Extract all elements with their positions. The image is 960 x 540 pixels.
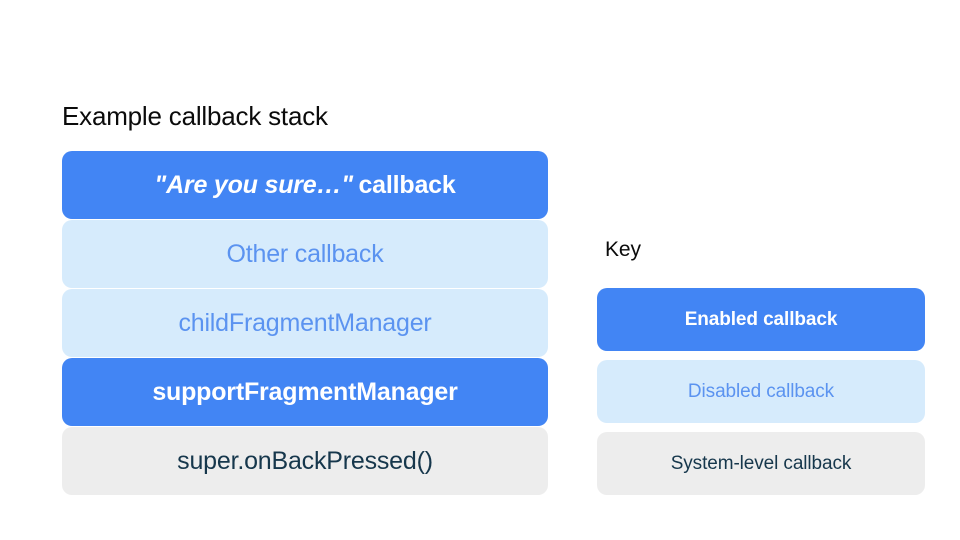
stack-item-are-you-sure-callback: "Are you sure…"callback xyxy=(62,151,548,219)
stack-item-super-on-back-pressed: super.onBackPressed() xyxy=(62,427,548,495)
key-item-label: System-level callback xyxy=(670,452,852,474)
stack-item-label: supportFragmentManager xyxy=(152,378,458,406)
key-item-system-level-callback: System-level callback xyxy=(597,432,925,495)
key-item-enabled-callback: Enabled callback xyxy=(597,288,925,351)
key-item-label: Enabled callback xyxy=(684,308,838,330)
callback-stack-list: "Are you sure…"callback Other callback c… xyxy=(62,151,548,495)
stack-item-label: Other callback xyxy=(226,240,384,268)
stack-item-support-fragment-manager: supportFragmentManager xyxy=(62,358,548,426)
stack-item-label: super.onBackPressed() xyxy=(177,447,433,475)
stack-item-quoted-text: "Are you sure…" xyxy=(154,171,353,199)
stack-item-other-callback: Other callback xyxy=(62,220,548,288)
page-title: Example callback stack xyxy=(62,101,328,131)
key-title: Key xyxy=(605,238,641,261)
stack-item-child-fragment-manager: childFragmentManager xyxy=(62,289,548,357)
key-list: Enabled callback Disabled callback Syste… xyxy=(597,288,925,495)
key-item-disabled-callback: Disabled callback xyxy=(597,360,925,423)
callback-stack-panel: Example callback stack "Are you sure…"ca… xyxy=(62,99,548,495)
key-item-label: Disabled callback xyxy=(687,380,835,402)
stack-item-label: childFragmentManager xyxy=(178,309,432,337)
key-panel: Key Enabled callback Disabled callback S… xyxy=(597,236,925,495)
stack-item-label: callback xyxy=(358,171,456,199)
